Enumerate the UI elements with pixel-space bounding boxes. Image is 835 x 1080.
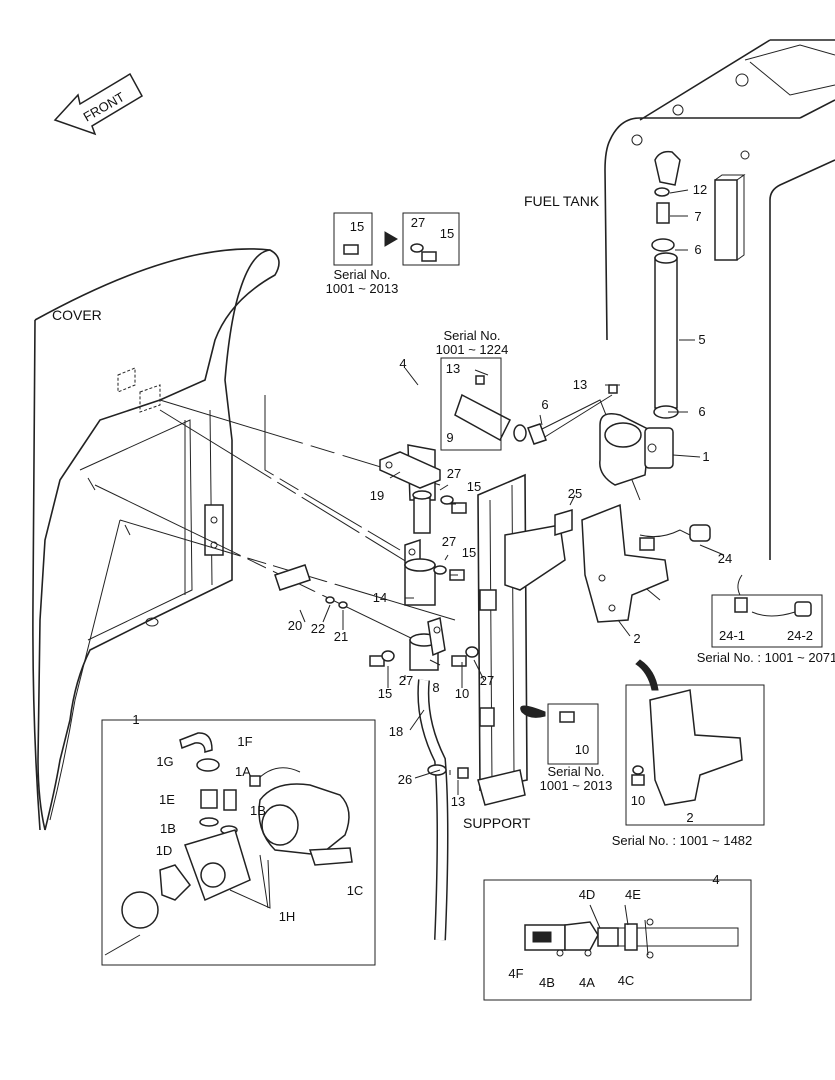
callout-1: 1	[702, 449, 709, 464]
callout-27-box: 27	[411, 215, 425, 230]
serial-note-1-range: 1001 ~ 2013	[326, 281, 399, 296]
callout-10-box: 10	[575, 742, 589, 757]
callout-2-inset: 2	[686, 810, 693, 825]
callout-24: 24	[718, 551, 732, 566]
strainer	[404, 538, 446, 671]
callout-1G: 1G	[156, 754, 173, 769]
inset-4-number: 4	[712, 872, 719, 887]
callout-2: 2	[633, 631, 640, 646]
callout-21: 21	[334, 629, 348, 644]
callout-1F: 1F	[237, 734, 252, 749]
callout-1E: 1E	[159, 792, 175, 807]
serial-note-4: Serial No.	[547, 764, 604, 779]
callout-leaders	[299, 189, 725, 795]
callout-22: 22	[311, 621, 325, 636]
callout-9: 9	[446, 430, 453, 445]
hose-18	[417, 679, 449, 941]
serial-note-5: Serial No. : 1001 ~ 1482	[612, 833, 753, 848]
callout-1A: 1A	[235, 764, 251, 779]
callout-1D: 1D	[156, 843, 173, 858]
callout-4A: 4A	[579, 975, 595, 990]
callout-12: 12	[693, 182, 707, 197]
callout-27-lower-left: 27	[399, 673, 413, 688]
cover	[32, 248, 280, 831]
callout-27-lower-right: 27	[480, 673, 494, 688]
callout-15-box2: 15	[440, 226, 454, 241]
callout-7: 7	[694, 209, 701, 224]
fasteners	[274, 375, 618, 779]
callout-13-right: 13	[573, 377, 587, 392]
cover-label: COVER	[52, 307, 102, 323]
serial-note-4-range: 1001 ~ 2013	[540, 778, 613, 793]
leader-lines	[94, 394, 661, 641]
inset-pump-exploded	[101, 719, 376, 966]
callout-1B-left: 1B	[160, 821, 176, 836]
fuel-tank	[604, 39, 835, 560]
inset-serial-5	[625, 659, 765, 826]
callout-25: 25	[568, 486, 582, 501]
callout-1B-right: 1B	[250, 803, 266, 818]
callout-18: 18	[389, 724, 403, 739]
callout-4E: 4E	[625, 887, 641, 902]
callout-24-2: 24-2	[787, 628, 813, 643]
inset-serial-2	[440, 357, 502, 451]
callout-15-upper: 15	[467, 479, 481, 494]
inset-serial-4	[520, 703, 599, 765]
callout-4: 4	[399, 356, 406, 371]
callout-15-lower: 15	[378, 686, 392, 701]
callout-5: 5	[698, 332, 705, 347]
front-arrow: FRONT	[53, 72, 144, 136]
inset-hose-assembly	[483, 879, 752, 1001]
callout-1H: 1H	[279, 909, 296, 924]
tank-fittings	[651, 187, 679, 419]
callout-6-right: 6	[698, 404, 705, 419]
inset-serial-1	[333, 212, 460, 266]
callout-1C: 1C	[347, 883, 364, 898]
callout-13-inset: 13	[446, 361, 460, 376]
fuel-tank-label: FUEL TANK	[524, 193, 600, 209]
inset-1-number: 1	[132, 712, 139, 727]
serial-note-2-range: 1001 ~ 1224	[436, 342, 509, 357]
callout-4F: 4F	[508, 966, 523, 981]
callout-10-inset: 10	[631, 793, 645, 808]
support-label: SUPPORT	[463, 815, 531, 831]
callout-10: 10	[455, 686, 469, 701]
callout-20: 20	[288, 618, 302, 633]
callout-6-mid: 6	[541, 397, 548, 412]
clamp-19	[379, 451, 441, 489]
callout-13-lower: 13	[451, 794, 465, 809]
callout-15-mid: 15	[462, 545, 476, 560]
serial-note-2: Serial No.	[443, 328, 500, 343]
callout-14: 14	[373, 590, 387, 605]
callout-24-1: 24-1	[719, 628, 745, 643]
inset-serial-3	[711, 574, 823, 648]
serial-note-3: Serial No. : 1001 ~ 2071	[697, 650, 835, 665]
callout-4C: 4C	[618, 973, 635, 988]
callout-27-mid: 27	[442, 534, 456, 549]
callout-19: 19	[370, 488, 384, 503]
callout-15-box: 15	[350, 219, 364, 234]
serial-note-1: Serial No.	[333, 267, 390, 282]
callout-27-upper: 27	[447, 466, 461, 481]
callout-6-top: 6	[694, 242, 701, 257]
callout-4B: 4B	[539, 975, 555, 990]
callout-26: 26	[398, 772, 412, 787]
bracket-2	[554, 503, 669, 623]
fuel-pump	[599, 413, 674, 486]
support	[477, 473, 566, 806]
callout-8: 8	[432, 680, 439, 695]
harness-24	[639, 524, 711, 551]
fuel-hose	[240, 393, 527, 609]
callout-4D: 4D	[579, 887, 596, 902]
